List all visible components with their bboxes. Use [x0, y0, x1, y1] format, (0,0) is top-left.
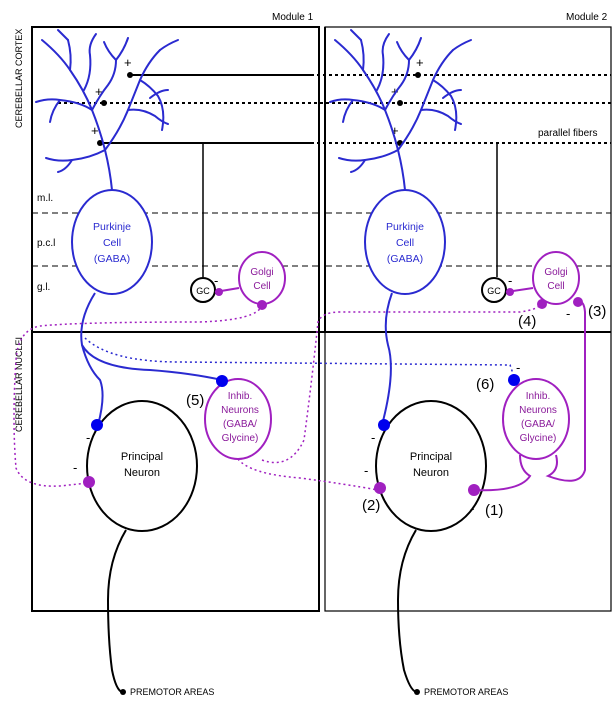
parallel-fibers-label: parallel fibers	[538, 128, 597, 139]
premotor-label-module2: PREMOTOR AREAS	[424, 687, 508, 697]
parallel-fibers	[58, 75, 611, 143]
svg-text:Golgi: Golgi	[544, 267, 567, 278]
svg-text:Cell: Cell	[396, 237, 414, 249]
svg-text:Neurons: Neurons	[519, 405, 557, 416]
principal1-blue-minus: -	[86, 430, 90, 445]
synapse-5	[216, 375, 228, 387]
svg-text:(GABA/: (GABA/	[521, 419, 555, 430]
principal2-minus-2: -	[364, 463, 368, 478]
svg-text:Glycine): Glycine)	[520, 433, 557, 444]
svg-text:Neuron: Neuron	[124, 467, 160, 479]
svg-text:Neurons: Neurons	[221, 405, 259, 416]
layer-gl-label: g.l.	[37, 282, 50, 293]
svg-text:Cell: Cell	[547, 281, 564, 292]
svg-text:Inhib.: Inhib.	[526, 391, 550, 402]
gc-label-module1: GC	[196, 286, 210, 296]
principal1-purple-minus: -	[73, 460, 77, 475]
marker-5: (5)	[186, 392, 204, 409]
marker-6: (6)	[476, 376, 494, 393]
golgi-cell-module1	[239, 252, 285, 304]
svg-text:Principal: Principal	[121, 451, 163, 463]
svg-text:Inhib.: Inhib.	[228, 391, 252, 402]
svg-text:Neuron: Neuron	[413, 467, 449, 479]
module1-label: Module 1	[272, 12, 314, 23]
svg-text:Cell: Cell	[103, 237, 121, 249]
svg-text:Glycine): Glycine)	[222, 433, 259, 444]
purkinje-axon-module2	[382, 293, 392, 425]
layer-ml-label: m.l.	[37, 193, 53, 204]
svg-text:Principal: Principal	[410, 451, 452, 463]
marker-1: (1)	[485, 502, 503, 519]
purkinje-dendrites-module1	[36, 30, 178, 190]
principal2-blue-minus: -	[371, 430, 375, 445]
synapse-6	[508, 374, 520, 386]
principal2-purple-synapse-2	[374, 482, 386, 494]
premotor-dot-module1	[120, 689, 126, 695]
svg-text:Golgi: Golgi	[250, 267, 273, 278]
purkinje1-principal1-synapse	[91, 419, 103, 431]
svg-text:+: +	[416, 55, 424, 70]
marker-4: (4)	[518, 313, 536, 330]
golgi-gc-minus-module2: -	[508, 273, 512, 288]
golgi2-minus: -	[566, 306, 570, 321]
golgi-cell-module2	[533, 252, 579, 304]
svg-text:Purkinje: Purkinje	[386, 221, 424, 233]
module2-label: Module 2	[566, 12, 608, 23]
purkinje-dendrites-module2	[330, 30, 471, 190]
synapse-6-minus: -	[516, 360, 520, 375]
nuclei-label: CEREBELLAR NUCLEI	[14, 337, 24, 432]
svg-text:Purkinje: Purkinje	[93, 221, 131, 233]
svg-text:(GABA): (GABA)	[387, 253, 423, 265]
pf-plus-signs: + + + + + +	[91, 55, 424, 138]
principal-neuron-module1	[87, 401, 197, 531]
principal2-purple-synapse-1	[468, 484, 480, 496]
purkinje1-to-inhib2-dotted	[85, 338, 514, 378]
gc-label-module2: GC	[487, 286, 501, 296]
marker-1-minus: -	[470, 501, 474, 516]
svg-text:Cell: Cell	[253, 281, 270, 292]
module1-frame	[32, 27, 319, 611]
golgi-gc-synapse-module1	[215, 288, 223, 296]
svg-text:(GABA): (GABA)	[94, 253, 130, 265]
cortex-label: CEREBELLAR CORTEX	[14, 29, 24, 128]
golgi-gc-synapse-module2	[506, 288, 514, 296]
golgi-gc-minus-module1: -	[214, 273, 218, 288]
layer-pcl-label: p.c.l	[37, 238, 55, 249]
inhib1-to-principal2-dotted	[238, 459, 378, 490]
premotor-label-module1: PREMOTOR AREAS	[130, 687, 214, 697]
svg-text:+: +	[124, 55, 132, 70]
principal1-purple-synapse	[83, 476, 95, 488]
purkinje2-principal2-synapse	[378, 419, 390, 431]
marker-2: (2)	[362, 497, 380, 514]
premotor-dot-module2	[414, 689, 420, 695]
svg-text:(GABA/: (GABA/	[223, 419, 257, 430]
marker-3: (3)	[588, 303, 606, 320]
